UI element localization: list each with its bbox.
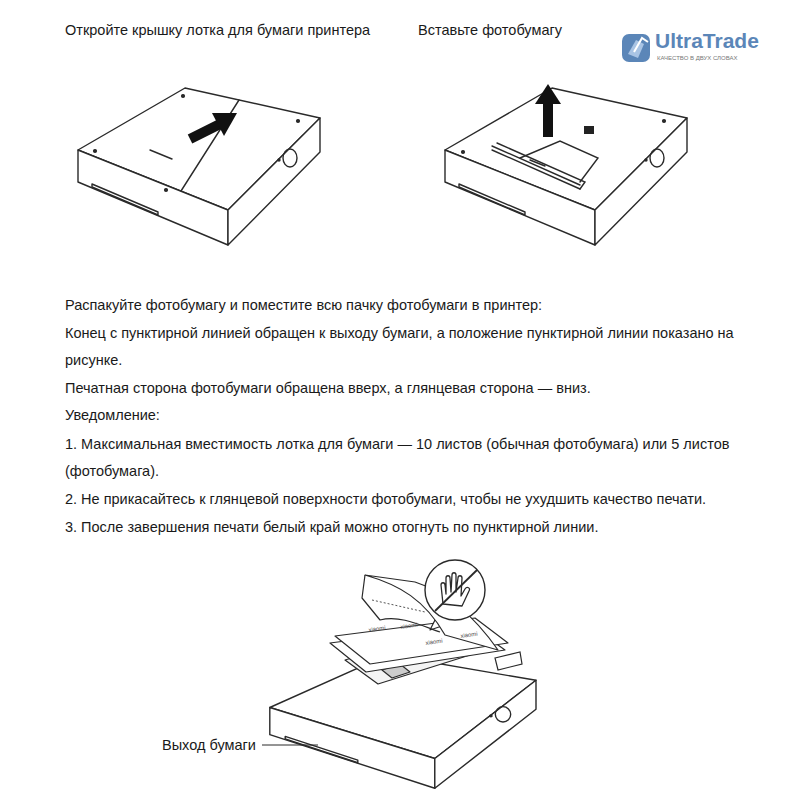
printer-with-paper [372,600,425,612]
printer-tray-open [584,126,594,134]
printer-tray-open [462,151,465,154]
printer-closed [181,100,239,191]
leader-line [262,745,318,746]
printer-tray-open [530,160,545,166]
watermark-tagline: КАЧЕСТВО В ДВУХ СЛОВАХ [657,54,738,62]
printer-closed [94,95,300,192]
instruction-text: Конец с пунктирной линией обращен к выхо… [65,320,770,374]
printer-with-paper [262,560,536,788]
logo-icon [634,38,648,52]
printer-tray-open [543,100,553,137]
printer-with-paper [270,655,536,788]
instruction-text: Печатная сторона фотобумаги обращена вве… [65,375,591,402]
step-caption: Откройте крышку лотка для бумаги принтер… [65,17,370,44]
note-text: 1. Максимальная вместимость лотка для бу… [65,431,770,485]
note-text: 3. После завершения печати белый край мо… [65,514,598,541]
printer-tray-open [462,96,666,189]
note-text: 2. Не прикасайтесь к глянцевой поверхнос… [65,486,706,513]
printer-tray-open [445,84,687,245]
printer-tray-open [535,84,561,104]
printer-with-paper [495,652,522,670]
step-caption: Вставьте фотобумагу [418,17,562,44]
no-touch-icon [425,560,485,620]
instruction-text: Распакуйте фотобумагу и поместите всю па… [65,292,542,319]
printer-closed [165,189,168,192]
note-heading: Уведомление: [65,402,160,429]
printer-tray-open [663,120,666,123]
logo-icon [622,34,650,62]
printer-closed [94,150,97,153]
printer-tray-open [497,143,585,189]
printer-closed [78,88,320,245]
printer-closed [78,88,320,245]
no-touch-icon [425,560,485,620]
watermark-logo: UltraTrade [655,30,759,52]
printer-closed [150,150,172,159]
printer-closed [190,124,220,139]
logo-icon [622,34,650,62]
no-touch-icon [435,570,477,611]
printer-closed [182,95,185,98]
printer-tray-open [445,88,687,245]
part-label: Выход бумаги [162,732,256,759]
printer-tray-open [492,150,580,189]
printer-closed [297,120,300,123]
printer-closed [212,113,237,136]
printer-tray-open [520,141,598,182]
